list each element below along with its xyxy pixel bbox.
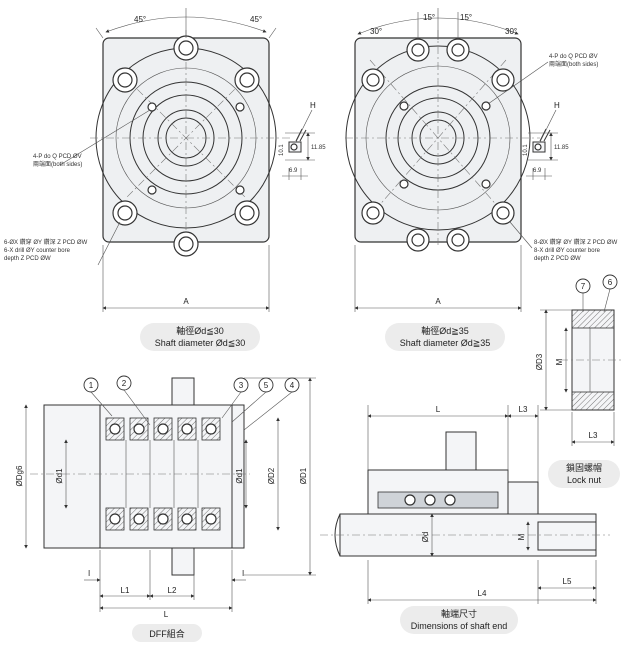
dim-a: A bbox=[183, 297, 189, 306]
dim-d: Ød bbox=[421, 532, 430, 543]
dim-h: H bbox=[554, 101, 560, 110]
tapped-hole-icon bbox=[399, 101, 491, 189]
caption-pill bbox=[400, 606, 518, 634]
dim-l3: L3 bbox=[589, 431, 598, 440]
dim-11-85: 11.85 bbox=[311, 145, 326, 151]
dim-l2: L2 bbox=[168, 586, 177, 595]
dim-d2: ØD2 bbox=[267, 467, 276, 484]
callout-5: 5 bbox=[264, 381, 269, 390]
callout-1: 1 bbox=[89, 381, 94, 390]
tap-note: 4-P do Q PCD ØV bbox=[549, 54, 598, 60]
tapped-hole-icon bbox=[147, 102, 245, 195]
dim-l4: L4 bbox=[478, 589, 487, 598]
dim-i: I bbox=[242, 569, 244, 578]
flange-view-small-shaft bbox=[59, 8, 315, 312]
dim-d3: ØD3 bbox=[535, 353, 544, 370]
caption-pill bbox=[385, 323, 505, 351]
dim-6-9: 6.9 bbox=[289, 168, 298, 174]
caption: DFF組合 bbox=[149, 628, 185, 639]
caption-cn: 軸徑Ød≧35 bbox=[421, 325, 469, 336]
grease-nipple-icon bbox=[288, 128, 307, 153]
shaft-end-section bbox=[320, 405, 610, 604]
hole-note: 8-ØX 鑽穿 ØY 鑽深 Z PCD ØW bbox=[534, 238, 618, 246]
callout-6: 6 bbox=[608, 278, 613, 287]
dim-d1-big: ØD1 bbox=[299, 467, 308, 484]
hole-note: 6-ØX 鑽穿 ØY 鑽深 Z PCD ØW bbox=[4, 238, 88, 246]
dim-6-9: 6.9 bbox=[533, 168, 542, 174]
dim-l: L bbox=[164, 610, 169, 619]
flange-view-large-shaft bbox=[345, 8, 558, 312]
callout-2: 2 bbox=[122, 379, 127, 388]
grease-nipple-icon bbox=[532, 128, 551, 153]
tap-note: 兩端面(both sides) bbox=[549, 60, 598, 68]
dim-i: I bbox=[88, 569, 90, 578]
caption-en: Shaft diameter Ød≦30 bbox=[155, 338, 246, 348]
angle-label: 15° bbox=[423, 13, 435, 22]
hole-note: depth Z PCD ØW bbox=[534, 256, 581, 262]
tap-note: 兩端面(both sides) bbox=[33, 160, 82, 168]
angle-label: 45° bbox=[250, 15, 262, 24]
angle-label: 15° bbox=[460, 13, 472, 22]
ball-icon bbox=[404, 494, 456, 506]
dim-l5: L5 bbox=[563, 577, 572, 586]
caption-en: Shaft diameter Ød≧35 bbox=[400, 338, 491, 348]
angle-label: 45° bbox=[134, 15, 146, 24]
dim-d1: Ød1 bbox=[55, 468, 64, 484]
caption-en: Lock nut bbox=[567, 475, 602, 485]
dim-m: M bbox=[517, 533, 526, 540]
dim-10-1: 10.1 bbox=[523, 144, 529, 156]
caption-pill bbox=[132, 624, 202, 642]
bolt-hole-icon bbox=[112, 35, 260, 257]
caption-cn: 鎖固螺帽 bbox=[566, 462, 602, 473]
dim-d1: Ød1 bbox=[235, 468, 244, 484]
caption-pill bbox=[548, 460, 620, 488]
caption-cn: 軸端尺寸 bbox=[441, 608, 477, 619]
dim-l3: L3 bbox=[519, 405, 528, 414]
dff-bearing-assembly bbox=[24, 375, 316, 612]
lock-nut-section bbox=[540, 274, 622, 446]
callout-4: 4 bbox=[290, 381, 295, 390]
dim-11-85: 11.85 bbox=[554, 145, 569, 151]
caption-pill bbox=[140, 323, 260, 351]
dim-h: H bbox=[310, 101, 316, 110]
hole-note: 6-X drill ØY counter bore bbox=[4, 248, 71, 254]
caption-en: Dimensions of shaft end bbox=[411, 621, 508, 631]
hole-note: 8-X drill ØY counter bore bbox=[534, 248, 601, 254]
dim-l1: L1 bbox=[121, 586, 130, 595]
angle-label: 30° bbox=[505, 27, 517, 36]
dim-dg6: ØDg6 bbox=[15, 465, 24, 486]
tap-note: 4-P do Q PCD ØV bbox=[33, 154, 82, 160]
dim-l: L bbox=[436, 405, 441, 414]
ball-icon bbox=[109, 423, 217, 525]
dim-10-1: 10.1 bbox=[279, 144, 285, 156]
hole-note: depth Z PCD ØW bbox=[4, 256, 51, 262]
dim-a: A bbox=[435, 297, 441, 306]
callout-7: 7 bbox=[581, 282, 586, 291]
callout-3: 3 bbox=[239, 381, 244, 390]
angle-label: 30° bbox=[370, 27, 382, 36]
dim-m: M bbox=[555, 358, 564, 365]
caption-cn: 軸徑Ød≦30 bbox=[176, 325, 224, 336]
